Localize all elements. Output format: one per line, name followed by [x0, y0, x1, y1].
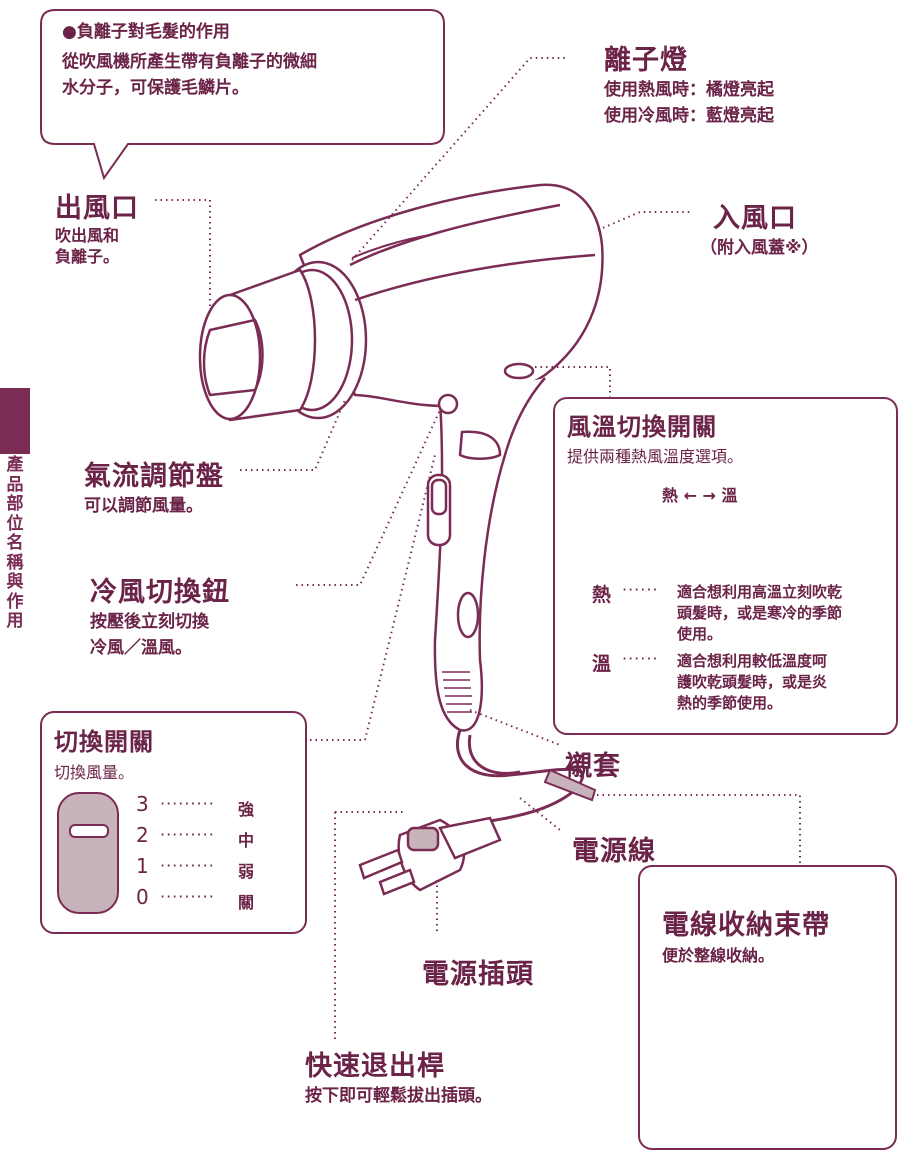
side-tab-marker — [0, 388, 30, 454]
power-switch-knob — [69, 824, 109, 838]
hot-desc-3: 使用。 — [677, 625, 723, 643]
ion-callout-bubble — [40, 9, 445, 181]
outlet-title: 出風口 — [55, 193, 139, 224]
cord-band-panel — [638, 865, 897, 1150]
level-leader: ········· — [160, 825, 215, 844]
power-switch-desc: 切換風量。 — [54, 763, 135, 782]
warm-desc-1: 適合想利用較低溫度呵 — [677, 652, 828, 670]
side-tab-label: 產品部位名稱與作用 — [6, 455, 24, 631]
level-name: 關 — [238, 893, 255, 912]
level-name: 中 — [238, 831, 255, 850]
temp-switch-title: 風溫切換開關 — [567, 413, 717, 441]
ion-callout-title: ●負離子對毛髮的作用 — [62, 22, 230, 42]
hot-desc-2: 頭髮時，或是寒冷的季節 — [677, 604, 843, 622]
leader-lines — [155, 57, 801, 1040]
cool-button-line1: 按壓後立刻切換 — [90, 612, 209, 632]
inlet-title: 入風口 — [713, 203, 797, 234]
plug-title: 電源插頭 — [422, 959, 534, 990]
ion-lamp-line1: 使用熱風時：橘燈亮起 — [604, 80, 774, 100]
airflow-dial-title: 氣流調節盤 — [84, 461, 224, 492]
cord-band-desc: 便於整線收納。 — [662, 946, 775, 965]
cord-band-strap — [543, 768, 597, 802]
level-leader: ········· — [160, 794, 215, 813]
level-num: 2 — [136, 823, 149, 847]
dryer-body — [198, 183, 604, 732]
ion-callout-line1: 從吹風機所產生帶有負離子的微細 — [62, 52, 317, 72]
hot-label: 熱 — [592, 584, 612, 606]
cool-button-title: 冷風切換鈕 — [90, 577, 230, 608]
hot-desc-1: 適合想利用高溫立刻吹乾 — [677, 583, 843, 601]
warm-leader: ······ — [622, 649, 659, 668]
release-lever-title: 快速退出桿 — [305, 1051, 445, 1082]
outlet-line1: 吹出風和 — [55, 226, 120, 245]
power-switch-graphic — [57, 792, 119, 914]
airflow-dial-desc: 可以調節風量。 — [84, 496, 203, 516]
outlet-line2: 負離子。 — [55, 247, 120, 266]
level-leader: ········· — [160, 887, 215, 906]
temp-switch-desc: 提供兩種熱風溫度選項。 — [567, 447, 744, 466]
ion-callout-line2: 水分子，可保護毛鱗片。 — [62, 78, 249, 98]
temp-switch-direction: 熱 ← → 溫 — [662, 486, 738, 505]
power-cord-line — [439, 729, 584, 832]
power-switch-title: 切換開關 — [54, 728, 154, 756]
release-lever-desc: 按下即可輕鬆拔出插頭。 — [305, 1086, 492, 1106]
ion-lamp-title: 離子燈 — [604, 45, 688, 76]
level-name: 弱 — [238, 862, 255, 881]
sleeve-title: 襯套 — [565, 751, 621, 782]
level-num: 0 — [136, 885, 149, 909]
hot-leader: ······ — [622, 580, 659, 599]
power-cord-title: 電源線 — [572, 836, 656, 867]
level-num: 1 — [136, 854, 149, 878]
level-num: 3 — [136, 792, 149, 816]
warm-desc-3: 熱的季節使用。 — [677, 694, 783, 712]
cord-band-title: 電線收納束帶 — [662, 910, 830, 941]
cool-button-line2: 冷風／溫風。 — [90, 638, 192, 658]
warm-desc-2: 護吹乾頭髮時，或是炎 — [677, 673, 828, 691]
ion-lamp-line2: 使用冷風時：藍燈亮起 — [604, 106, 774, 126]
temp-switch-panel — [553, 397, 898, 735]
inlet-note: （附入風蓋※） — [700, 238, 819, 258]
level-leader: ········· — [160, 856, 215, 875]
level-name: 強 — [238, 800, 255, 819]
warm-label: 溫 — [592, 653, 612, 675]
plug-illustration — [358, 816, 502, 896]
